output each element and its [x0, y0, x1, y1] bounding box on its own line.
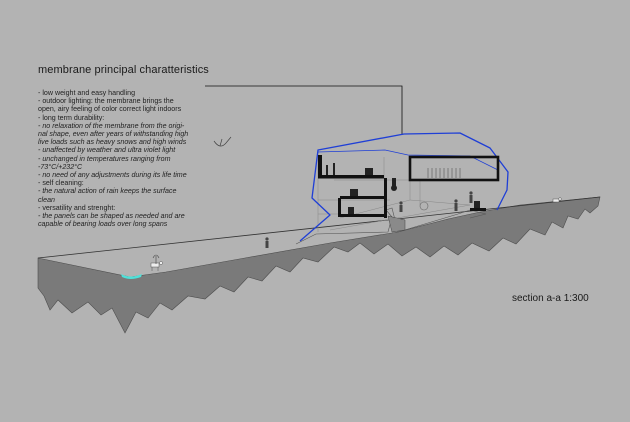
note-line: - low weight and easy handling — [38, 89, 136, 97]
ground-line — [37, 196, 601, 259]
note-line: - self cleaning: — [38, 179, 84, 188]
membrane-envelope — [299, 132, 509, 242]
note-line: nal shape, even after years of withstand… — [38, 130, 189, 139]
note-line: - outdoor lighting: the membrane brings … — [38, 97, 174, 106]
tree-sketch — [152, 254, 160, 264]
wall-mid — [384, 178, 387, 218]
upper-volume — [408, 155, 500, 182]
wall-low — [338, 198, 341, 216]
note-line: clean — [38, 195, 55, 204]
human-figures — [265, 191, 473, 248]
leaf-sketch-icon — [213, 136, 232, 147]
note-line: - no need of any adjustments during its … — [38, 171, 187, 180]
note-line: - no relaxation of the membrane from the… — [38, 121, 185, 130]
membrane-notes: - low weight and easy handling- outdoor … — [38, 89, 233, 228]
leader-line — [205, 85, 403, 135]
building-foundation — [295, 207, 487, 245]
wall-left — [318, 155, 322, 177]
note-line: capable of bearing loads over long spans — [38, 220, 168, 229]
note-line: - versatility and strenght: — [38, 203, 116, 212]
note-line: - unaffected by weather and ultra violet… — [38, 146, 176, 155]
note-line: - long term durability: — [38, 113, 105, 122]
interior-furniture — [326, 163, 480, 214]
note-line: live loads such as heavy snows and high … — [38, 138, 187, 147]
note-line: -73°C/+232°C — [38, 162, 83, 171]
floor-slabs — [318, 175, 486, 217]
animal-figures — [150, 197, 562, 271]
water-pond — [121, 274, 142, 279]
section-scale-label: section a-a 1:300 — [512, 293, 589, 304]
hanging-lamp — [419, 201, 429, 211]
membrane-inner-edge — [317, 149, 499, 171]
foundation-mass — [387, 215, 406, 233]
note-line: open, airy feeling of color correct ligh… — [38, 105, 182, 114]
diagram-title: membrane principal charatteristics — [38, 64, 209, 76]
kitchen-shelf — [427, 168, 461, 178]
note-line: - the natural action of rain keeps the s… — [38, 187, 177, 196]
terrain-section — [37, 196, 601, 334]
note-line: - the panels can be shaped as needed and… — [38, 212, 185, 221]
note-line: - unchanged in temperatures ranging from — [38, 154, 171, 163]
